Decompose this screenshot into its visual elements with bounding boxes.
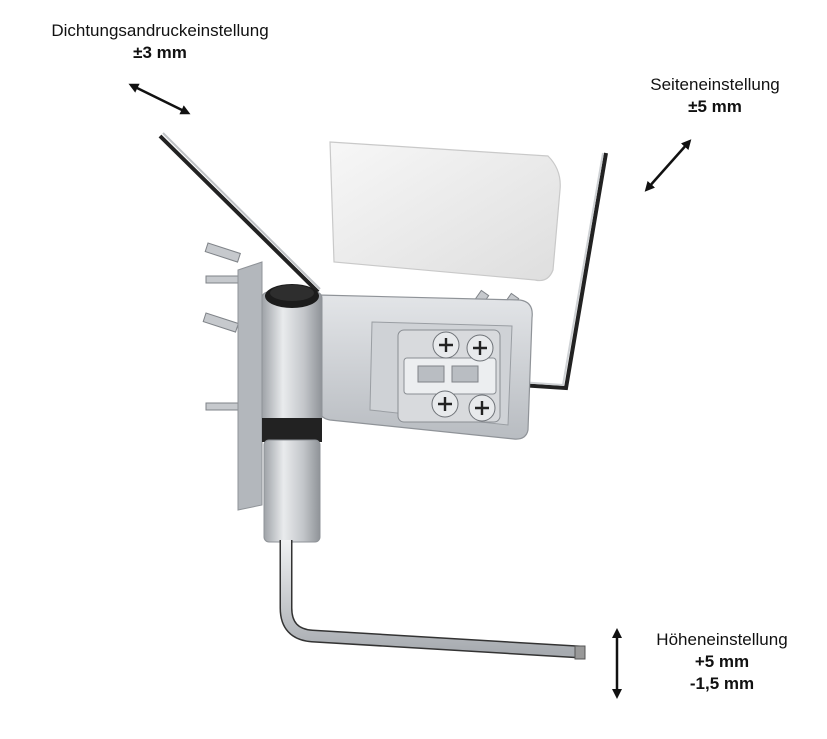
side-adjustment-arrow xyxy=(644,139,692,192)
side-adjustment-label: Seiteneinstellung ±5 mm xyxy=(625,74,805,118)
frame-plate xyxy=(237,261,263,511)
cross-screw-icon xyxy=(432,331,460,359)
cross-screw-icon xyxy=(466,334,494,362)
height-adjustment-value-plus: +5 mm xyxy=(694,652,750,671)
seal-adjustment-label: Dichtungsandruckeinstellung ±3 mm xyxy=(10,20,310,64)
cross-screws xyxy=(431,331,496,422)
seal-allen-key xyxy=(158,132,321,294)
seal-adjustment-arrow xyxy=(128,83,191,115)
frame-screws xyxy=(202,242,241,411)
side-adjustment-title: Seiteneinstellung xyxy=(650,75,780,94)
cover-cap xyxy=(329,141,561,282)
cross-screw-icon xyxy=(468,394,496,422)
seal-adjustment-title: Dichtungsandruckeinstellung xyxy=(51,21,269,40)
side-adjustment-value: ±5 mm xyxy=(688,97,742,116)
height-adjustment-title: Höheneinstellung xyxy=(656,630,788,649)
height-adjustment-value-minus: -1,5 mm xyxy=(689,674,755,693)
height-allen-key xyxy=(279,540,586,660)
cross-screw-icon xyxy=(431,390,459,418)
height-adjustment-label: Höheneinstellung +5 mm -1,5 mm xyxy=(632,629,812,695)
hinge-barrel xyxy=(261,284,323,543)
seal-adjustment-value: ±3 mm xyxy=(133,43,187,62)
